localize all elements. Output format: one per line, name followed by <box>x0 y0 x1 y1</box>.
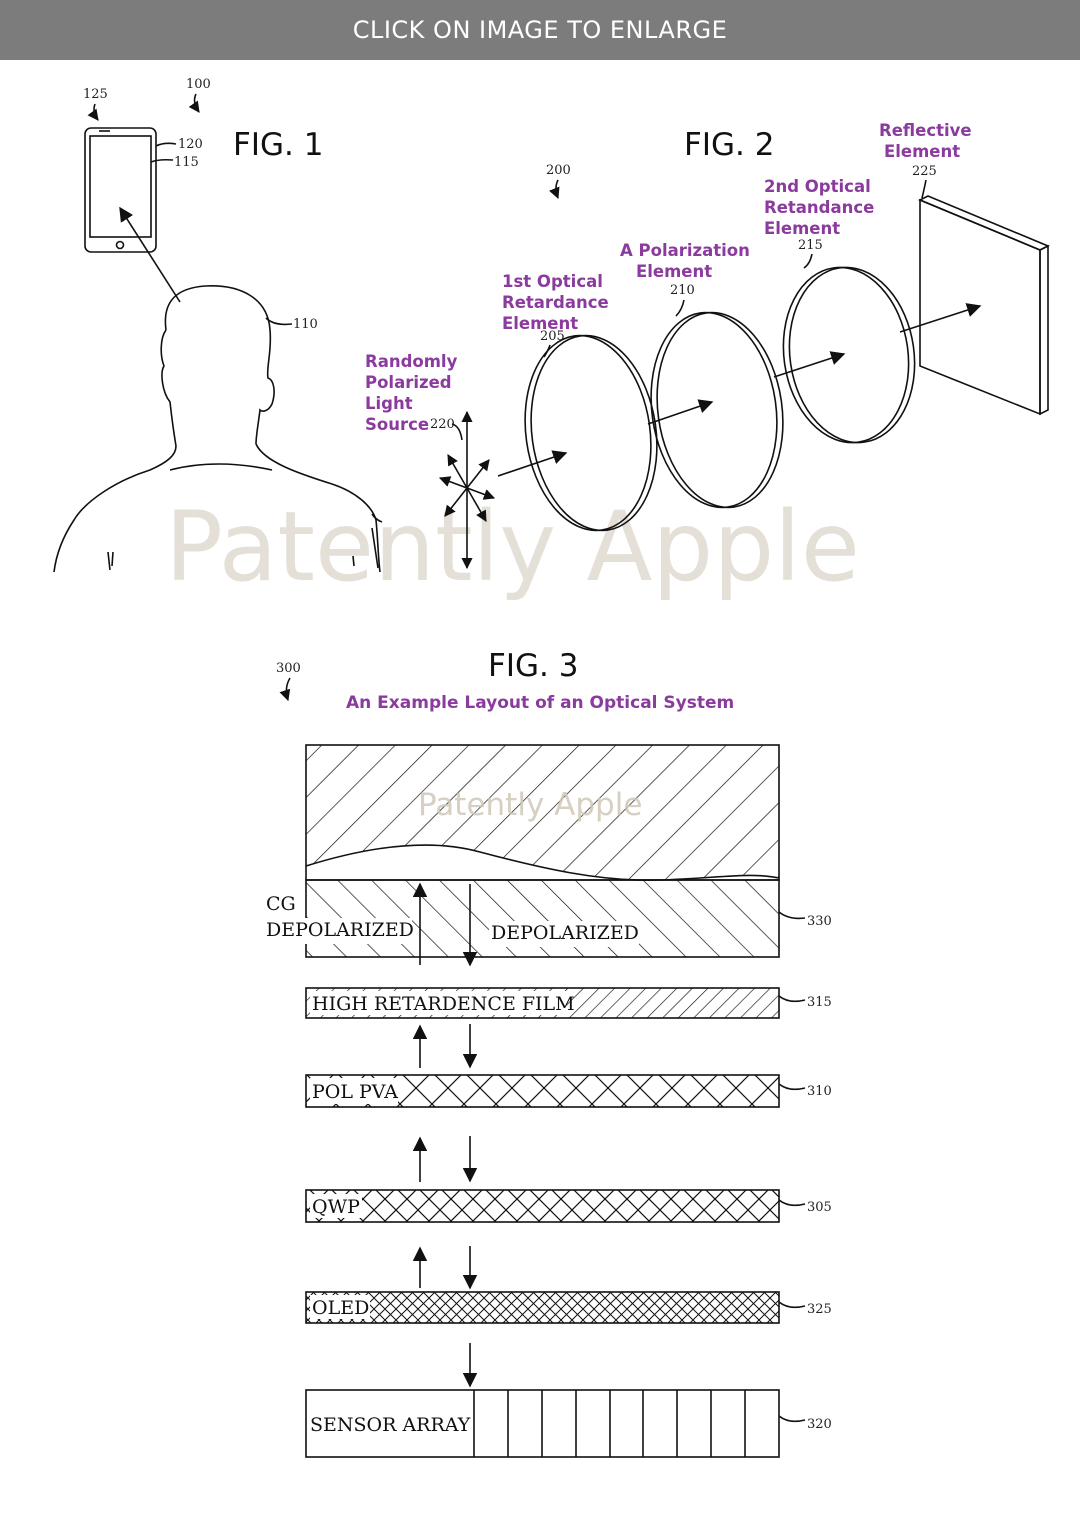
ref-200-leader <box>549 179 560 200</box>
first-retardance-line-3: Element <box>502 314 578 333</box>
ref-120: 120 <box>178 137 203 152</box>
ref-220: 220 <box>430 417 455 432</box>
enlarge-banner-text: CLICK ON IMAGE TO ENLARGE <box>352 16 728 44</box>
ref-300: 300 <box>276 661 301 676</box>
source-label-line-2: Polarized <box>365 373 452 392</box>
qwp-label: QWP <box>312 1196 360 1218</box>
ref-205: 205 <box>540 329 565 344</box>
sensor-array-320 <box>305 1389 780 1458</box>
ref-310: 310 <box>807 1084 832 1099</box>
fig2-title: FIG. 2 <box>684 127 774 163</box>
watermark-large: Patently Apple <box>165 491 860 603</box>
oled-layer-325 <box>306 1292 779 1323</box>
ref-210: 210 <box>670 283 695 298</box>
polarization-line-2: Element <box>636 262 712 281</box>
fig3-subtitle: An Example Layout of an Optical System <box>346 693 734 713</box>
ref-115-leader <box>150 158 174 163</box>
oled-label: OLED <box>312 1297 369 1319</box>
sensor-array-label: SENSOR ARRAY <box>310 1414 471 1436</box>
ref-115: 115 <box>174 155 199 170</box>
ref-100: 100 <box>186 77 211 92</box>
pol-pva-label: POL PVA <box>312 1081 398 1103</box>
second-retardance-line-1: 2nd Optical <box>764 177 871 196</box>
second-retardance-line-2: Retandance <box>764 198 874 217</box>
ref-300-leader <box>279 677 291 702</box>
ref-320: 320 <box>807 1417 832 1432</box>
light-path-arrows <box>412 882 478 1388</box>
gaze-line <box>119 206 181 303</box>
ref-315: 315 <box>807 995 832 1010</box>
enlarge-banner[interactable]: CLICK ON IMAGE TO ENLARGE <box>0 0 1080 60</box>
ref-110-leader <box>265 317 293 326</box>
ref-120-leader <box>155 142 177 147</box>
source-label-line-4: Source <box>365 415 429 434</box>
reflective-line-1: Reflective <box>879 121 972 140</box>
polarization-line-1: A Polarization <box>620 241 750 260</box>
ref-305: 305 <box>807 1200 832 1215</box>
second-retardance-line-3: Element <box>764 219 840 238</box>
user-silhouette-icon <box>53 285 383 573</box>
high-retardence-label: HIGH RETARDENCE FILM <box>312 993 575 1015</box>
ref-325: 325 <box>807 1302 832 1317</box>
fig1-title: FIG. 1 <box>233 127 323 163</box>
cg-label: CG <box>266 893 296 915</box>
ref-110: 110 <box>293 317 318 332</box>
qwp-layer-305 <box>306 1190 779 1222</box>
beam-into-225 <box>899 303 982 333</box>
cover-glass-layer <box>305 744 780 882</box>
depolarized-left-label: DEPOLARIZED <box>266 919 414 941</box>
ref-125: 125 <box>83 87 108 102</box>
polarized-light-star-icon <box>438 410 496 570</box>
fig3: FIG. 3 300 An Example Layout of an Optic… <box>264 648 832 1458</box>
ref-330: 330 <box>807 914 832 929</box>
ref-200: 200 <box>546 163 571 178</box>
ref-220-leader <box>451 423 463 441</box>
watermark-small: Patently Apple <box>418 787 642 823</box>
ref-100-leader <box>188 93 200 113</box>
source-label-line-3: Light <box>365 394 413 413</box>
fig1: FIG. 1 125 100 120 115 110 <box>53 77 383 573</box>
fig3-title: FIG. 3 <box>488 648 578 684</box>
reflective-line-2: Element <box>884 142 960 161</box>
first-retardance-line-1: 1st Optical <box>502 272 603 291</box>
phone-device-icon <box>84 127 157 253</box>
depolarized-right-label: DEPOLARIZED <box>491 922 639 944</box>
ref-215: 215 <box>798 238 823 253</box>
source-label-line-1: Randomly <box>365 352 458 371</box>
ref-125-leader <box>87 103 99 121</box>
fig2: FIG. 2 200 Randomly Polarized Light Sour… <box>365 121 1050 570</box>
reflective-panel-225 <box>918 195 1050 416</box>
ref-225: 225 <box>912 164 937 179</box>
first-retardance-line-2: Retardance <box>502 293 609 312</box>
